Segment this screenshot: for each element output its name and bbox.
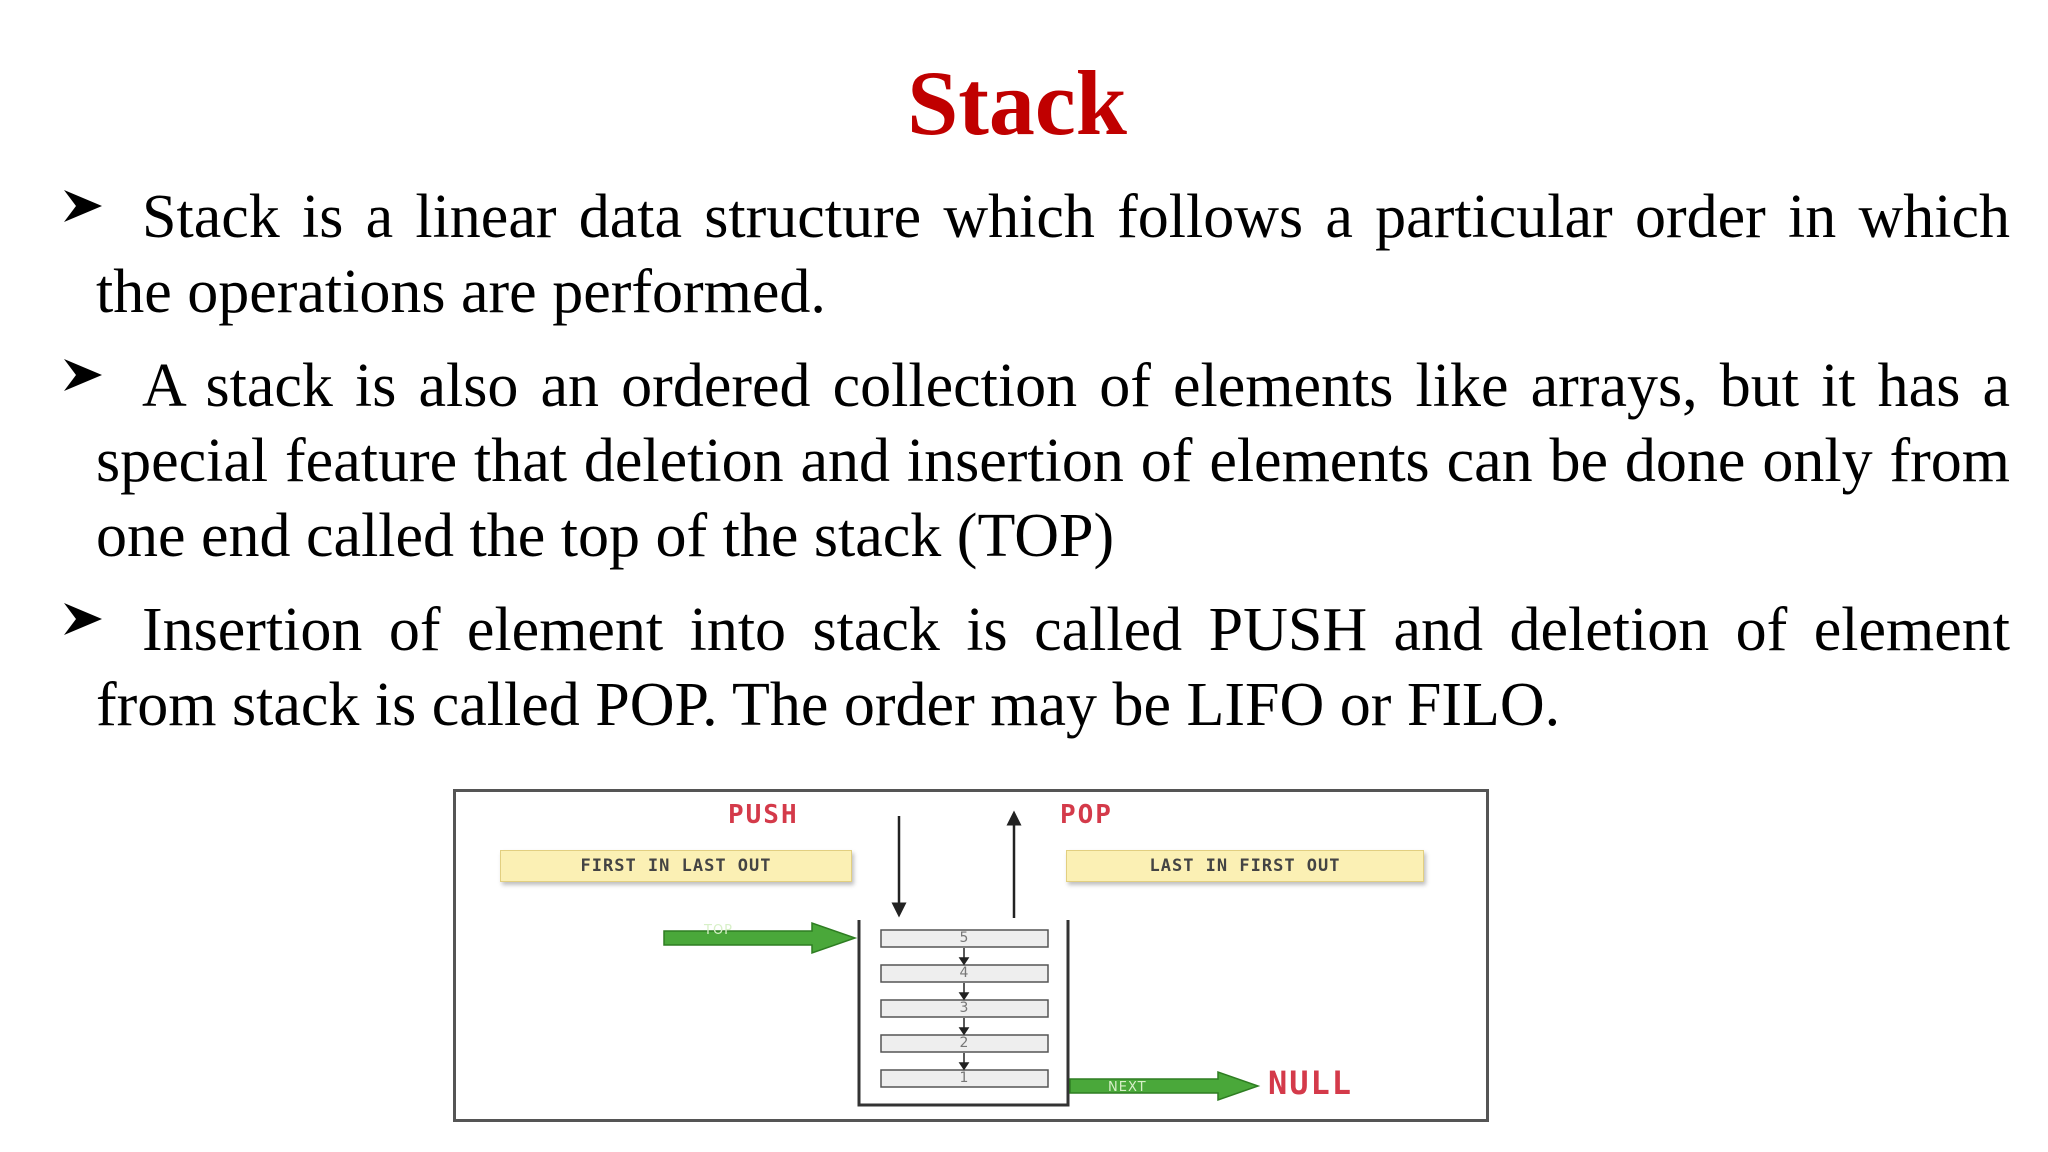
stack-cell	[880, 1034, 1049, 1053]
cell-number: 5	[959, 930, 969, 946]
bullet-text: A stack is also an ordered collection of…	[96, 352, 2010, 570]
bullet-list: Stack is a linear data structure which f…	[62, 180, 2010, 762]
bullet-item: Stack is a linear data structure which f…	[62, 180, 2010, 330]
push-label: PUSH	[728, 800, 799, 830]
arrowhead-bullet-icon	[64, 359, 102, 391]
arrowhead-bullet-icon	[64, 603, 102, 635]
null-label: NULL	[1268, 1064, 1354, 1102]
next-label: NEXT	[1108, 1080, 1147, 1095]
cell-number: 2	[959, 1035, 969, 1051]
bullet-text: Stack is a linear data structure which f…	[96, 183, 2010, 326]
lifo-sign: LAST IN FIRST OUT	[1066, 850, 1424, 882]
top-arrow	[663, 921, 858, 955]
stack-container	[857, 920, 1070, 1107]
stack-cell	[880, 1069, 1049, 1088]
cell-number: 4	[959, 965, 969, 981]
stack-cell	[880, 964, 1049, 983]
top-label: TOP	[704, 923, 734, 938]
stack-diagram: PUSH POP FIRST IN LAST OUT LAST IN FIRST…	[453, 789, 1489, 1122]
pop-label: POP	[1060, 800, 1113, 830]
bullet-item: Insertion of element into stack is calle…	[62, 593, 2010, 743]
stack-cell	[880, 929, 1049, 948]
arrowhead-bullet-icon	[64, 190, 102, 222]
cell-link-arrows	[958, 948, 970, 1071]
stack-cell	[880, 999, 1049, 1018]
next-arrow	[1069, 1070, 1261, 1102]
stack-diagram-graphics	[663, 810, 1261, 1107]
bullet-text: Insertion of element into stack is calle…	[96, 596, 2010, 739]
bullet-item: A stack is also an ordered collection of…	[62, 349, 2010, 574]
cell-number: 3	[959, 1000, 969, 1016]
slide-title: Stack	[907, 52, 1127, 154]
filo-sign: FIRST IN LAST OUT	[500, 850, 852, 882]
cell-number: 1	[959, 1070, 969, 1086]
